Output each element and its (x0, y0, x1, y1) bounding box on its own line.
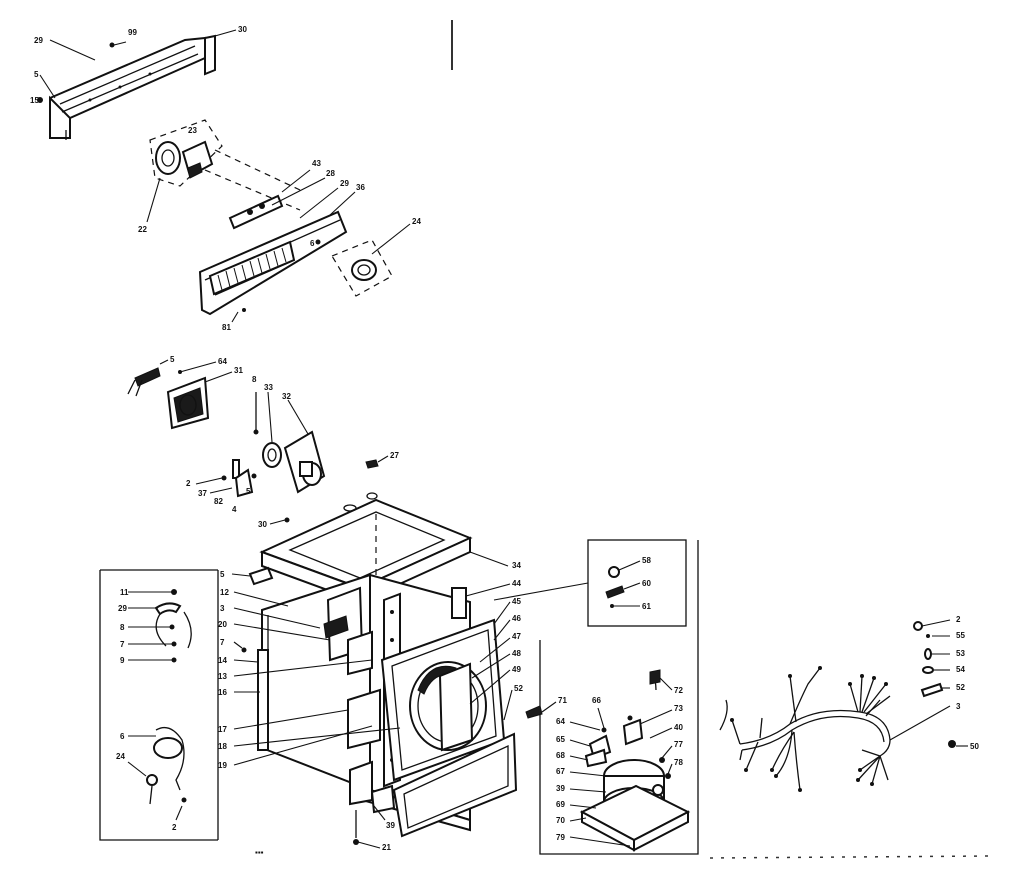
label-30: 30 (238, 25, 247, 34)
label-cab7: 7 (220, 638, 225, 647)
label-32: 32 (282, 392, 291, 401)
label-29: 29 (34, 36, 43, 45)
bracket-parts (221, 459, 290, 523)
label-29b: 29 (340, 179, 349, 188)
control-knob (315, 239, 393, 297)
detail-box-58-61 (493, 539, 687, 627)
kick-panel (370, 732, 518, 838)
label-99: 99 (128, 28, 137, 37)
control-panel (198, 194, 348, 316)
label-i7: 7 (120, 640, 125, 649)
label-i29: 29 (118, 604, 127, 613)
label-21: 21 (382, 843, 391, 852)
scan-mark-bottom (709, 855, 991, 859)
label-h3: 3 (956, 702, 961, 711)
label-82: 82 (214, 497, 223, 506)
label-54: 54 (956, 665, 965, 674)
label-34: 34 (512, 561, 521, 570)
label-6: 6 (310, 239, 315, 248)
label-64b: 64 (556, 717, 565, 726)
label-31: 31 (234, 366, 243, 375)
label-48: 48 (512, 649, 521, 658)
harness-connectors (913, 619, 968, 748)
label-60: 60 (642, 579, 651, 588)
label-28: 28 (326, 169, 335, 178)
label-19: 19 (218, 761, 227, 770)
label-b5: 5 (246, 487, 251, 496)
label-52: 52 (514, 684, 523, 693)
label-66: 66 (592, 696, 601, 705)
label-37: 37 (198, 489, 207, 498)
label-58: 58 (642, 556, 651, 565)
label-81: 81 (222, 323, 231, 332)
label-16: 16 (218, 688, 227, 697)
label-64: 64 (218, 357, 227, 366)
door-panel (380, 618, 506, 782)
label-8: 8 (252, 375, 257, 384)
label-i8: 8 (120, 623, 125, 632)
label-70: 70 (556, 816, 565, 825)
label-cab3: 3 (220, 604, 225, 613)
label-55: 55 (956, 631, 965, 640)
label-11: 11 (120, 588, 129, 597)
label-22: 22 (138, 225, 147, 234)
label-77: 77 (674, 740, 683, 749)
label-67: 67 (556, 767, 565, 776)
label-24: 24 (412, 217, 421, 226)
label-69: 69 (556, 800, 565, 809)
label-46: 46 (512, 614, 521, 623)
label-h52: 52 (956, 683, 965, 692)
label-49: 49 (512, 665, 521, 674)
label-36: 36 (356, 183, 365, 192)
timer-switch-group (149, 119, 223, 187)
label-50: 50 (970, 742, 979, 751)
label-40: 40 (674, 723, 683, 732)
blower-assembly (525, 540, 699, 855)
label-i2: 2 (172, 823, 177, 832)
label-i6: 6 (120, 732, 125, 741)
label-15: 15 (30, 96, 39, 105)
label-l39: 39 (556, 784, 565, 793)
label-73: 73 (674, 704, 683, 713)
fig-mark: ▪▪▪ (255, 848, 264, 857)
label-44: 44 (512, 579, 521, 588)
label-18: 18 (218, 742, 227, 751)
console-end-cap (49, 34, 216, 140)
label-68: 68 (556, 751, 565, 760)
label-23: 23 (188, 126, 197, 135)
label-39: 39 (386, 821, 395, 830)
label-79: 79 (556, 833, 565, 842)
label-65: 65 (556, 735, 565, 744)
label-72: 72 (674, 686, 683, 695)
label-43: 43 (312, 159, 321, 168)
wiring-harness (719, 666, 951, 792)
label-sw5: 5 (170, 355, 175, 364)
label-h2: 2 (956, 615, 961, 624)
label-13: 13 (218, 672, 227, 681)
label-33: 33 (264, 383, 273, 392)
label-30b: 30 (258, 520, 267, 529)
label-14: 14 (218, 656, 227, 665)
label-12: 12 (220, 588, 229, 597)
label-45: 45 (512, 597, 521, 606)
label-b4: 4 (232, 505, 237, 514)
label-61: 61 (642, 602, 651, 611)
label-17: 17 (218, 725, 227, 734)
motor-switch (127, 367, 210, 430)
label-53: 53 (956, 649, 965, 658)
label-5: 5 (34, 70, 39, 79)
label-cab5: 5 (220, 570, 225, 579)
label-i9: 9 (120, 656, 125, 665)
timer-housing (253, 392, 326, 494)
left-inset (99, 569, 219, 841)
label-20: 20 (218, 620, 227, 629)
label-27: 27 (390, 451, 399, 460)
label-71: 71 (558, 696, 567, 705)
label-47: 47 (512, 632, 521, 641)
label-i24: 24 (116, 752, 125, 761)
label-2: 2 (186, 479, 191, 488)
label-78: 78 (674, 758, 683, 767)
